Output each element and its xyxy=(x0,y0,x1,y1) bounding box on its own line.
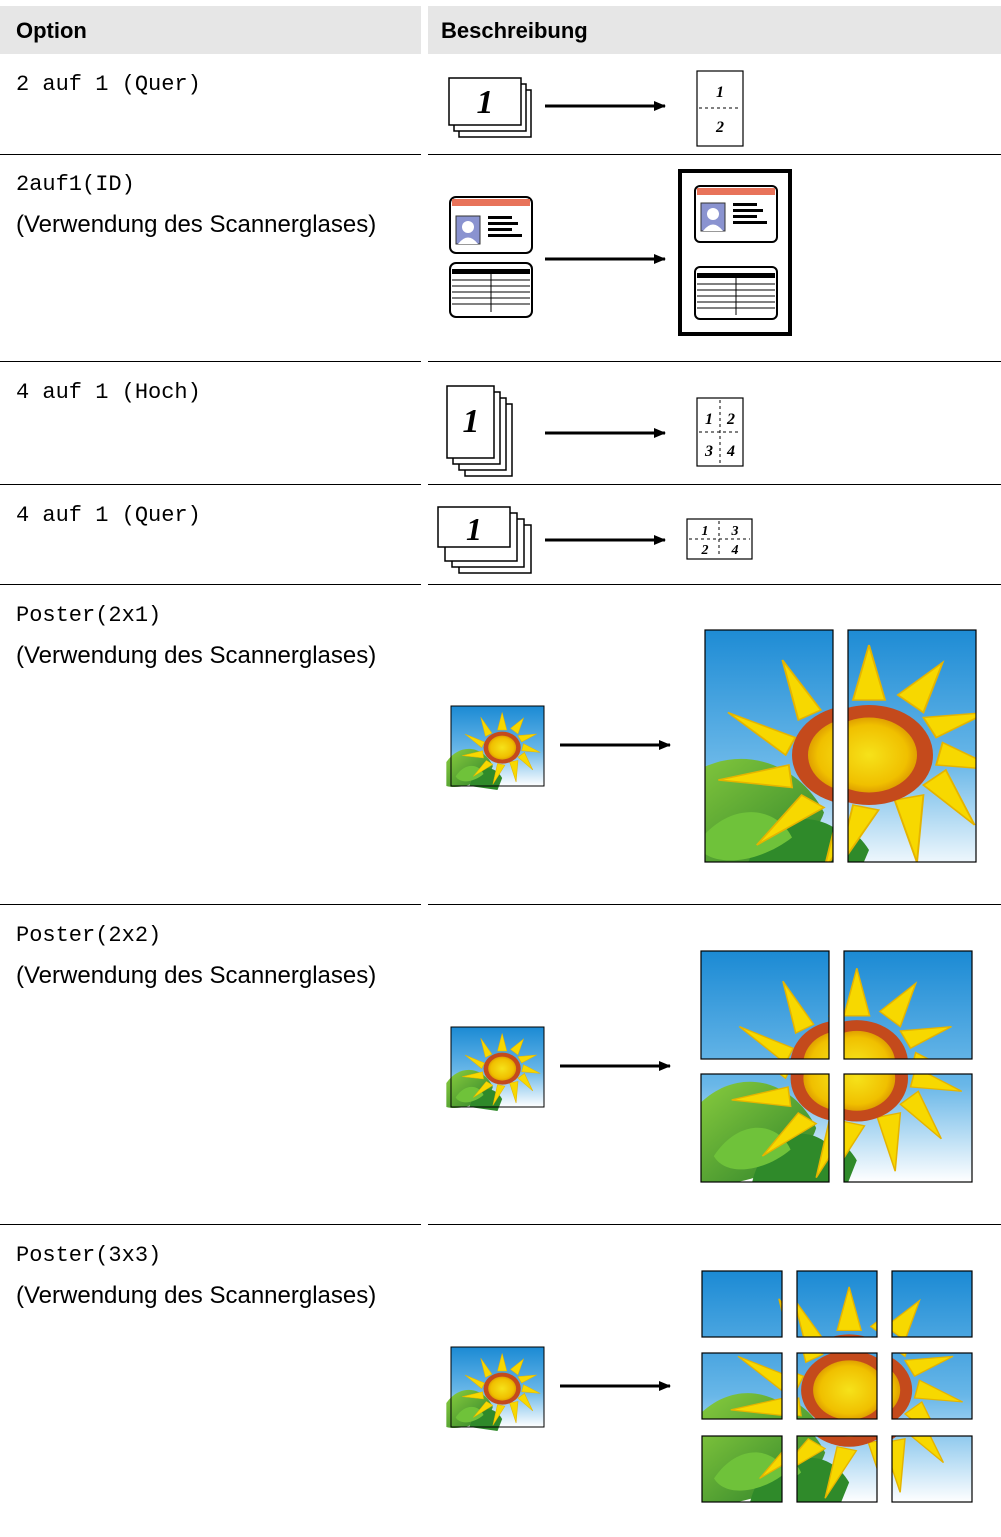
page-number: 1 xyxy=(477,84,494,121)
option-poster-2x2: Poster(2x2) xyxy=(16,923,162,948)
page-number: 1 xyxy=(702,524,709,539)
row-divider xyxy=(428,484,1001,485)
option-note: (Verwendung des Scannerglases) xyxy=(16,642,377,669)
row-divider xyxy=(0,154,421,155)
id-card-copy-icon xyxy=(449,169,792,336)
header-description-cell: Beschreibung xyxy=(428,6,1001,54)
option-2in1-id: 2auf1(ID) xyxy=(16,172,135,197)
header-option-cell: Option xyxy=(0,6,421,54)
page-number: 2 xyxy=(715,119,724,136)
row-divider xyxy=(428,154,1001,155)
poster-2x2-sunflower-icon xyxy=(445,950,973,1183)
page-number: 2 xyxy=(726,411,735,428)
option-4in1-portrait: 4 auf 1 (Hoch) xyxy=(16,380,201,405)
row-divider xyxy=(0,584,421,585)
row-divider xyxy=(0,1224,421,1225)
header-option: Option xyxy=(16,18,87,43)
page-number: 1 xyxy=(705,411,713,428)
four-in-one-landscape-icon: 1 1 3 2 4 xyxy=(437,506,753,574)
row-divider xyxy=(428,584,1001,585)
option-note: (Verwendung des Scannerglases) xyxy=(16,211,377,238)
row-divider xyxy=(0,904,421,905)
page-number: 3 xyxy=(704,443,713,460)
option-poster-3x3: Poster(3x3) xyxy=(16,1243,162,1268)
option-2in1-landscape: 2 auf 1 (Quer) xyxy=(16,72,201,97)
page-number: 1 xyxy=(463,403,480,440)
row-divider xyxy=(0,361,421,362)
row-divider xyxy=(428,361,1001,362)
option-poster-2x1: Poster(2x1) xyxy=(16,603,162,628)
header-description: Beschreibung xyxy=(441,18,588,43)
page-number: 3 xyxy=(731,524,739,539)
option-note: (Verwendung des Scannerglases) xyxy=(16,1282,377,1309)
option-note: (Verwendung des Scannerglases) xyxy=(16,962,377,989)
poster-2x1-sunflower-icon xyxy=(445,629,977,863)
page-number: 4 xyxy=(726,443,735,460)
option-4in1-landscape: 4 auf 1 (Quer) xyxy=(16,503,201,528)
four-in-one-portrait-icon: 1 1 2 3 4 xyxy=(446,385,744,477)
page-number: 2 xyxy=(701,543,709,558)
page-number: 4 xyxy=(731,543,739,558)
page-number: 1 xyxy=(466,511,482,547)
page-number: 1 xyxy=(716,84,724,101)
row-divider xyxy=(0,484,421,485)
two-in-one-landscape-icon: 1 1 2 xyxy=(448,70,744,147)
poster-3x3-sunflower-icon xyxy=(445,1270,973,1503)
row-divider xyxy=(428,1224,1001,1225)
row-divider xyxy=(428,904,1001,905)
